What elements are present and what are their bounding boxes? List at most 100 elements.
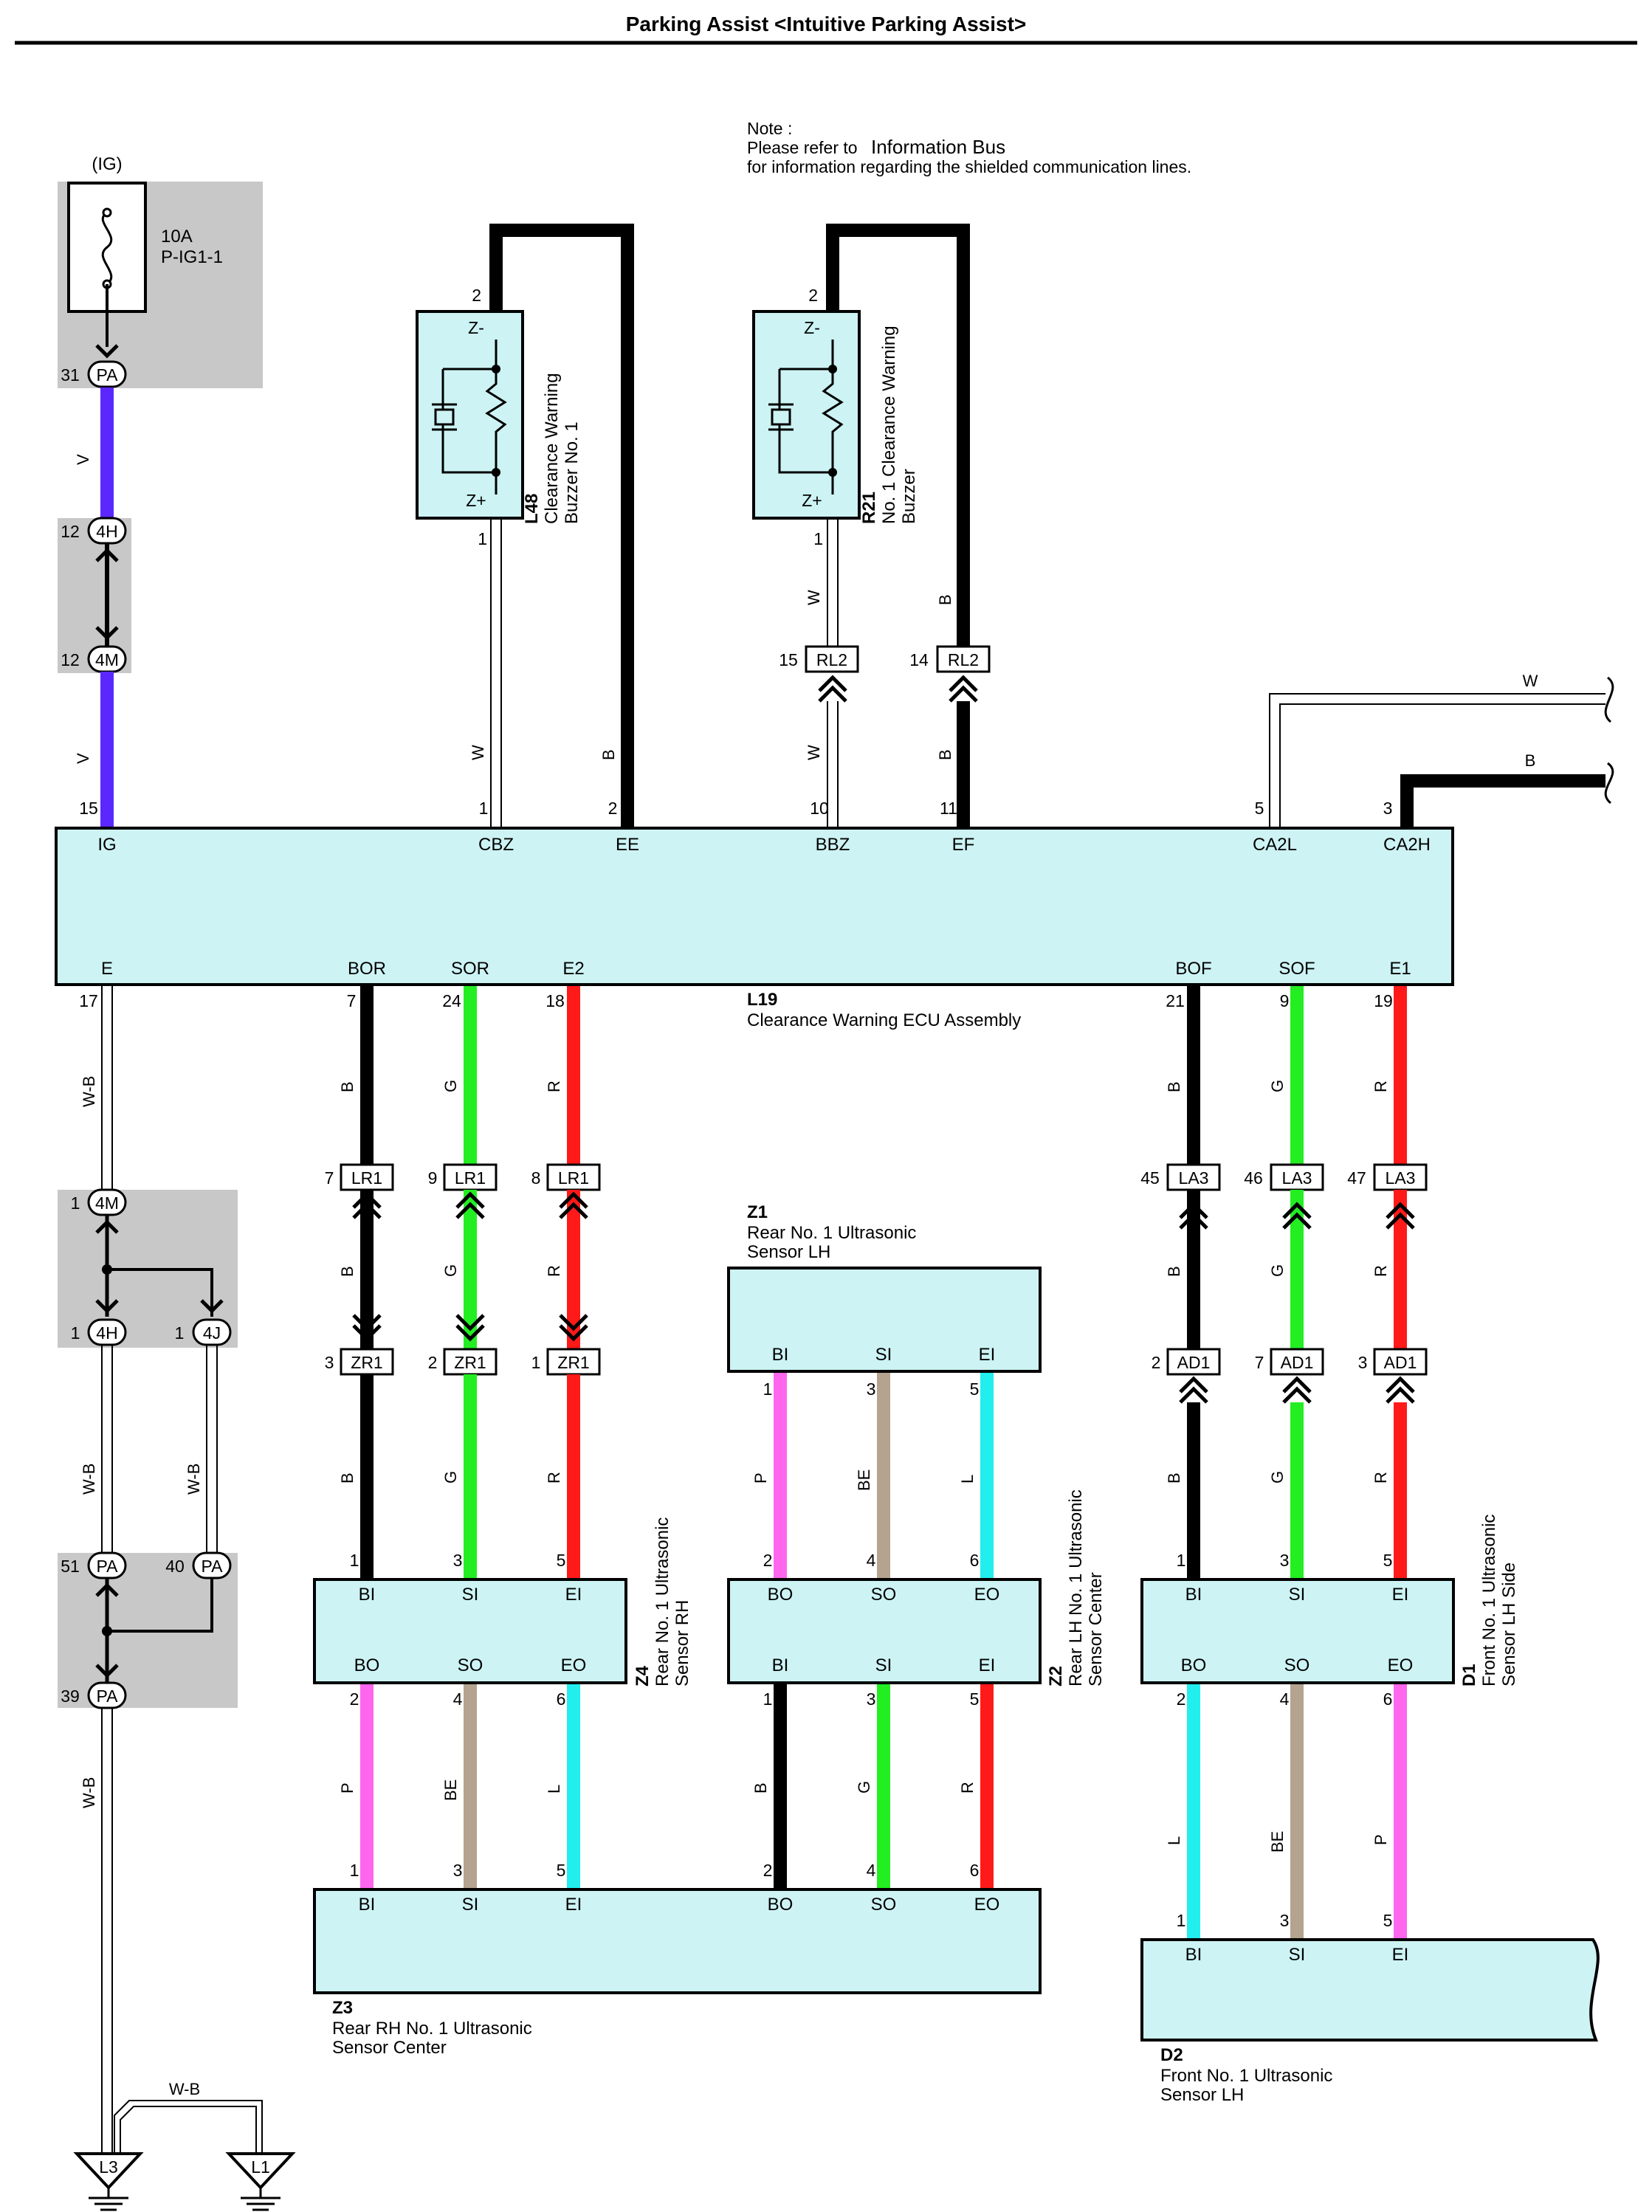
connector-zr1-pin-2: 2	[428, 1353, 438, 1372]
wire-label-b-z2: B	[751, 1782, 770, 1794]
z2-pin-5: 5	[970, 1689, 980, 1709]
connector-ad1-7-id: AD1	[1281, 1353, 1314, 1372]
wire-label-r-e2: R	[545, 1081, 563, 1092]
connector-4h-12-id: 4H	[96, 522, 117, 541]
connector-4j-1	[192, 1318, 232, 1346]
wire-label-r-ad1: R	[1371, 1472, 1390, 1484]
wire-label-l-d1: L	[1165, 1836, 1183, 1845]
ground-wiring	[101, 986, 113, 1190]
z1-pin-1: 1	[763, 1379, 773, 1399]
l19-term-bbz: BBZ	[816, 835, 850, 855]
d1-name1: Front No. 1 Ultrasonic	[1479, 1515, 1499, 1686]
z2-term-ei: EI	[979, 1655, 996, 1675]
note-link-information-bus[interactable]: Information Bus	[871, 136, 1005, 158]
buzzer-icon	[768, 340, 844, 495]
wire-label-wb-4: W-B	[80, 1777, 98, 1808]
connector-la3-47-id: LA3	[1386, 1168, 1416, 1188]
connector-4m-1-id: 4M	[95, 1193, 119, 1213]
connector-pa-31-id: PA	[97, 365, 119, 385]
z4-pin-2: 2	[350, 1689, 359, 1709]
z4-term-eo: EO	[561, 1655, 587, 1675]
connector-rl2-15-id: RL2	[816, 650, 847, 669]
wire-label-b-ad1: B	[1165, 1472, 1183, 1484]
note-line3: for information regarding the shielded c…	[747, 157, 1191, 176]
connector-lr1-8-id: LR1	[558, 1168, 589, 1188]
wire-label-r-zr1: R	[545, 1472, 563, 1484]
z3-term-bi: BI	[359, 1895, 376, 1915]
l19-pin-bor: 7	[347, 991, 357, 1010]
z3-pin-1: 1	[350, 1861, 359, 1880]
wire-label-wb-5: W-B	[169, 2080, 200, 2098]
ground-l3	[73, 2152, 144, 2211]
z4-term-so: SO	[458, 1655, 483, 1675]
d1-pin-3: 3	[1280, 1551, 1290, 1570]
wire-label-g-ad1: G	[1268, 1471, 1287, 1484]
connector-zr1-1	[546, 1348, 601, 1376]
l19-term-sor: SOR	[451, 959, 489, 979]
connector-rl2-15	[805, 645, 859, 673]
connector-zr1-pin-3: 3	[325, 1353, 334, 1372]
wire-label-be-z1: BE	[855, 1470, 873, 1491]
connector-pa-40-pin: 40	[165, 1557, 185, 1576]
z4-term-ei: EI	[565, 1585, 582, 1605]
page-title: Parking Assist <Intuitive Parking Assist…	[626, 13, 1027, 35]
d1-pin-2: 2	[1177, 1689, 1186, 1709]
z1-code: Z1	[747, 1202, 768, 1222]
z3-term-si: SI	[462, 1895, 479, 1915]
wire-label-l-z4: L	[545, 1785, 563, 1794]
wire-label-b-bof: B	[1165, 1081, 1183, 1092]
connector-lr1-pin-9: 9	[428, 1168, 438, 1188]
z4-term-si: SI	[462, 1585, 479, 1605]
wire-label-b-zr1: B	[338, 1472, 357, 1484]
connector-ad1-pin-2: 2	[1152, 1353, 1161, 1372]
z2-term-so: SO	[871, 1585, 897, 1605]
wire-label-g-lr1: G	[441, 1264, 460, 1277]
l19-pin-bbz: 10	[810, 799, 829, 818]
l48-name1: Clearance Warning	[542, 373, 562, 524]
wire-label-g-sof: G	[1268, 1080, 1287, 1092]
d1-pin-6: 6	[1383, 1689, 1393, 1709]
d1-term-bi: BI	[1185, 1585, 1202, 1605]
l48-name2: Buzzer No. 1	[562, 421, 582, 524]
wire-label-r-e1: R	[1371, 1081, 1390, 1092]
connector-4h-1-id: 4H	[96, 1323, 117, 1343]
connector-4m-12-pin: 12	[61, 650, 80, 669]
connector-pa-39-pin: 39	[61, 1686, 80, 1706]
connector-la3-46-id: LA3	[1282, 1168, 1312, 1188]
l19-pin-e1: 19	[1374, 991, 1393, 1010]
connector-rl2-14-id: RL2	[948, 650, 979, 669]
wire-label-g-z2: G	[855, 1781, 873, 1794]
wire-label-p-z4: P	[338, 1782, 357, 1794]
wire-label-b-bor: B	[338, 1081, 357, 1092]
l19-pin-e2: 18	[545, 991, 565, 1010]
l19-term-ig: IG	[97, 835, 116, 855]
d2-name1: Front No. 1 Ultrasonic	[1160, 2066, 1332, 2086]
wire-b-r21	[826, 224, 970, 650]
wire-label-b-ee: B	[599, 749, 618, 760]
z3-code: Z3	[332, 1998, 353, 2018]
z3-pin-6: 6	[970, 1861, 980, 1880]
r21-code: R21	[859, 492, 879, 524]
z1-name1: Rear No. 1 Ultrasonic	[747, 1223, 916, 1243]
connector-la3-45	[1166, 1163, 1221, 1191]
connector-rl2-15-pin: 15	[779, 650, 798, 669]
buzzer-icon	[432, 340, 507, 495]
ground-l1-label: L1	[251, 2157, 270, 2177]
wire-label-w-r21: W	[805, 590, 823, 605]
r21-pin-top: 2	[808, 286, 818, 305]
l19-code: L19	[747, 990, 777, 1010]
l48-term-top: Z-	[468, 318, 484, 337]
connector-zr1-3	[340, 1348, 394, 1376]
l19-pin-ig: 15	[79, 799, 98, 818]
connector-ad1-2-id: AD1	[1177, 1353, 1211, 1372]
z1-pin-5: 5	[970, 1379, 980, 1399]
wire-label-g-sor: G	[441, 1080, 460, 1092]
wire-label-be-z4: BE	[441, 1779, 460, 1801]
z2-term-bo: BO	[768, 1585, 794, 1605]
d1-pin-4: 4	[1280, 1689, 1290, 1709]
fuse-name: P-IG1-1	[161, 247, 223, 267]
z2-term-si: SI	[875, 1655, 892, 1675]
r21-pin-bottom: 1	[813, 529, 823, 548]
connector-pa-51-id: PA	[97, 1557, 119, 1576]
wire-label-v-1: V	[74, 454, 92, 465]
